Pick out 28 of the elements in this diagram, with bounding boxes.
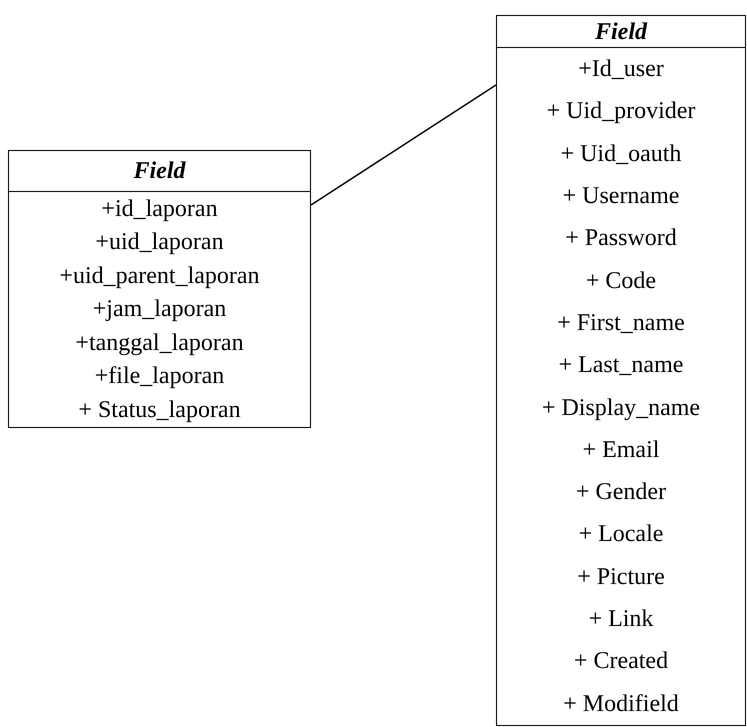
attribute-name: + Link: [588, 607, 654, 631]
attribute-name: +tanggal_laporan: [75, 330, 244, 355]
attribute-name: +Id_user: [578, 57, 664, 82]
attribute-name: + Uid_oauth: [560, 142, 682, 166]
attribute-name: +uid_parent_laporan: [59, 264, 260, 288]
attribute-name: +id_laporan: [101, 196, 218, 221]
attribute-name: + Modifield: [563, 692, 679, 716]
attribute-name: + Uid_provider: [546, 99, 696, 124]
class-title: Field: [497, 16, 745, 48]
attribute-name: +file_laporan: [94, 364, 224, 388]
attribute-name: + Code: [586, 268, 656, 293]
attribute-name: +uid_laporan: [95, 230, 224, 254]
attribute-name: + Locale: [578, 522, 664, 546]
attribute-name: + Picture: [577, 564, 665, 589]
attribute-name: + Email: [582, 438, 660, 462]
attribute-name: + First_name: [557, 310, 685, 335]
attribute-name: + Status_laporan: [78, 398, 241, 422]
attribute-name: + Created: [574, 649, 668, 674]
attribute-name: + Username: [562, 184, 680, 208]
class-box: [8, 150, 311, 428]
class-box: [496, 15, 746, 726]
attribute-name: + Last_name: [558, 353, 684, 378]
attribute-name: + Password: [565, 226, 677, 250]
attribute-name: +jam_laporan: [92, 297, 226, 322]
attribute-name: + Display_name: [542, 396, 700, 420]
class-title: Field: [9, 151, 310, 192]
connector-line: [310, 84, 496, 206]
attribute-name: + Gender: [576, 480, 666, 504]
